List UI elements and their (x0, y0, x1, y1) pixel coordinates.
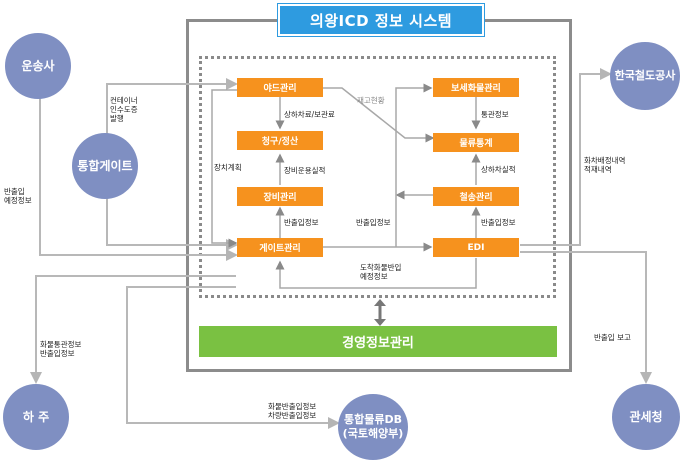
billing-box[interactable]: 청구/정산 (237, 131, 323, 150)
inventory-label: 재고현황 (357, 96, 385, 105)
equip-plan-label: 장치계획 (214, 163, 242, 172)
rail-management-box[interactable]: 철송관리 (433, 187, 519, 206)
in-out-info-label-2: 반출입정보 (356, 218, 391, 227)
in-out-info-label-3: 반출입정보 (481, 218, 516, 227)
bonded-cargo-box[interactable]: 보세화물관리 (433, 78, 519, 97)
arrival-plan-label: 도착화물반입 예정정보 (360, 263, 402, 281)
logistics-stats-box[interactable]: 물류통계 (433, 133, 519, 152)
equipment-management-box[interactable]: 장비관리 (237, 187, 323, 206)
up-down-perf-label: 상하차실적 (481, 165, 516, 174)
cargo-vehicle-label: 화물반출입정보 차량반출입정보 (268, 402, 317, 420)
customs-info-label: 통관정보 (481, 110, 509, 119)
gate-management-box[interactable]: 게이트관리 (237, 238, 323, 257)
in-out-plan-label: 반출입 예정정보 (4, 187, 32, 205)
cargo-customs-label: 화물통관정보 반출입정보 (40, 340, 82, 358)
up-down-fee-label: 상하차료/보관료 (284, 110, 335, 119)
system-title: 의왕ICD 정보 시스템 (278, 4, 484, 36)
train-info-label: 화차배정내역 적재내역 (584, 156, 626, 174)
equip-perf-label: 장비운용실적 (284, 166, 326, 175)
in-out-report-label: 반출입 보고 (594, 333, 631, 342)
edi-box[interactable]: EDI (433, 238, 519, 257)
in-out-info-label-1: 반출입정보 (284, 218, 319, 227)
logistics-db-node[interactable]: 통합물류DB (국토해양부) (338, 394, 408, 460)
customs-node[interactable]: 관세청 (612, 384, 680, 450)
core-modules-region (199, 56, 556, 298)
shipper-node[interactable]: 하 주 (3, 384, 69, 450)
management-info-box[interactable]: 경영정보관리 (199, 326, 557, 357)
container-issue-label: 컨테이너 인수도증 발행 (110, 96, 138, 123)
integrated-gate-node[interactable]: 통합게이트 (72, 133, 138, 199)
yard-management-box[interactable]: 야드관리 (237, 78, 323, 97)
carrier-node[interactable]: 운송사 (5, 33, 71, 99)
korail-node[interactable]: 한국철도공사 (610, 42, 680, 110)
